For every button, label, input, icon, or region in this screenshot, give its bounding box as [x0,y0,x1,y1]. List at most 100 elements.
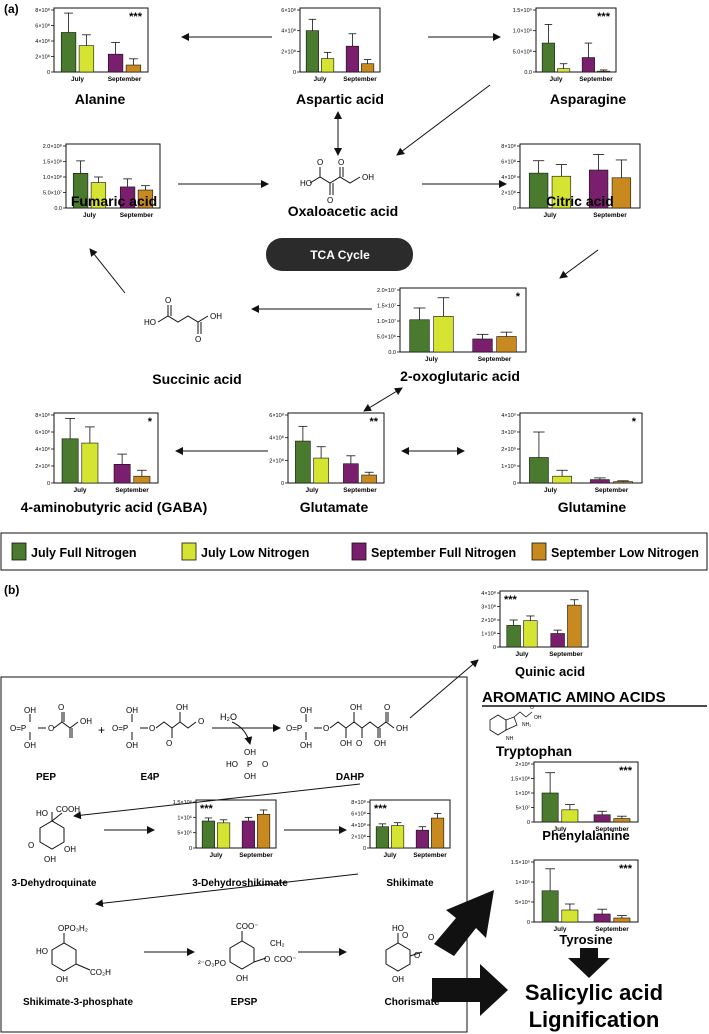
y-tick-label: 4×10⁸ [281,28,296,35]
bar-july-low-nitrogen [81,442,99,484]
bar-july-full-nitrogen [541,890,559,923]
chart-title: Glutamine [558,499,627,515]
e4p-atom-7: O [198,717,204,726]
s3p-atom-ho: HO [36,947,48,956]
arrow-oxo-glu [363,387,403,412]
chart-frame [519,143,641,209]
category-label: July [544,487,557,494]
y-tick-label: 2×10⁸ [351,834,366,841]
dahp-atom-2: O=P [286,724,302,733]
epsp-name: EPSP [231,997,258,1008]
y-tick-label: 2×10⁸ [501,190,516,197]
category-label: July [305,487,318,494]
chart-title: Quinic acid [515,664,585,679]
arrow-cit-to-oxo [559,249,599,279]
bar-september-full-nitrogen [550,633,565,648]
panel-b-label: (b) [4,583,19,597]
significance-marker: *** [200,803,214,815]
e4p-atom-5: OH [176,703,188,712]
dhq-name: 3-Dehydroquinate [11,878,96,889]
panel-a-arrows [89,33,599,455]
y-tick-label: 0 [293,70,296,76]
legend-swatch [11,542,27,561]
dhq-atom-oh1: OH [44,855,56,864]
y-tick-label: 1.5×10⁸ [511,776,530,783]
y-tick-label: 0 [527,920,530,926]
category-label: September [595,926,629,933]
lignification-label: Lignification [529,1007,660,1032]
y-tick-label: 6×10⁸ [35,429,50,436]
chart-frame [53,7,149,73]
chart-frame [65,143,161,209]
arrow-shk-to-s3p [95,873,359,908]
chor-atom-o3: O [428,933,434,942]
y-tick-label: 1.0×10⁸ [43,174,62,181]
chart-frame [535,7,617,73]
bar-july-low-nitrogen [551,175,572,209]
big-arrow-right [432,964,508,1016]
y-tick-label: 6×10⁸ [281,7,296,14]
e4p-structure: OH O=P O OH OH O O E4P [112,703,204,783]
oaa-atom-ho: HO [300,179,312,188]
tryptophan-name: Tryptophan [496,743,572,759]
y-tick-label: 0 [513,206,516,212]
significance-marker: *** [619,765,633,777]
dahp-atom-4: OH [300,741,312,750]
y-tick-label: 2×10⁸ [481,617,496,624]
dahp-atom-7: O [356,739,362,748]
y-tick-label: 0.0 [54,206,62,212]
bar-september-low-nitrogen [567,604,582,648]
water-label: H₂O [220,712,237,722]
bar-july-low-nitrogen [313,457,329,484]
bar-september-low-nitrogen [257,813,271,849]
legend-item: September Low Nitrogen [531,542,699,561]
y-tick-label: 4×10⁸ [269,435,284,442]
category-label: September [343,76,377,83]
bar-july-low-nitrogen [391,825,405,849]
bar-july-full-nitrogen [61,438,79,484]
panel-a-label: (a) [4,2,19,16]
arrow-asn-to-oaa [396,84,491,156]
chart-title: 4-aminobutyric acid (GABA) [21,499,208,515]
pep-atom-3: O [48,724,54,733]
y-tick-label: 0 [513,481,516,487]
category-label: July [71,76,84,83]
big-arrows [432,890,610,1016]
bar-july-full-nitrogen [72,172,89,209]
bar-september-full-nitrogen [581,57,595,73]
significance-marker: *** [504,594,518,606]
y-tick-label: 4×10⁸ [35,38,50,45]
chart-frame [299,7,381,73]
bar-september-low-nitrogen [613,818,631,823]
y-tick-label: 2×10⁸ [515,761,530,768]
bar-july-low-nitrogen [523,620,538,648]
big-arrow-up [434,890,494,956]
dahp-atom-3: O [323,724,329,733]
bar-july-full-nitrogen [528,172,549,209]
y-tick-label: 1×10⁵ [515,879,530,886]
chart-title: 2-oxoglutaric acid [400,368,520,384]
y-tick-label: 2.0×10⁸ [43,143,62,150]
y-tick-label: 2×10⁸ [35,54,50,61]
chart-title: Aspartic acid [296,91,384,107]
arrow-dahp-to-dhq [73,783,361,820]
oxaloacetic-structure: HO O O OH O Oxaloacetic acid [288,158,399,219]
pep-atom-1: OH [24,706,36,715]
succ-atom-oh: OH [210,312,222,321]
oaa-name: Oxaloacetic acid [288,203,399,219]
bar-september-full-nitrogen [113,463,131,484]
y-tick-label: 0 [189,846,192,852]
pep-atom-2: O=P [10,724,26,733]
pep-atom-5: O [58,703,64,712]
pi-oh-2: OH [244,772,256,781]
succ-atom-o2: O [195,335,201,344]
y-tick-label: 2×10⁸ [281,48,296,55]
succinic-name: Succinic acid [152,371,241,387]
dahp-atom-5: OH [340,739,352,748]
category-label: July [209,852,222,859]
y-tick-label: 3×10⁸ [481,604,496,611]
bar-july-full-nitrogen [529,457,549,484]
y-tick-label: 0 [363,846,366,852]
